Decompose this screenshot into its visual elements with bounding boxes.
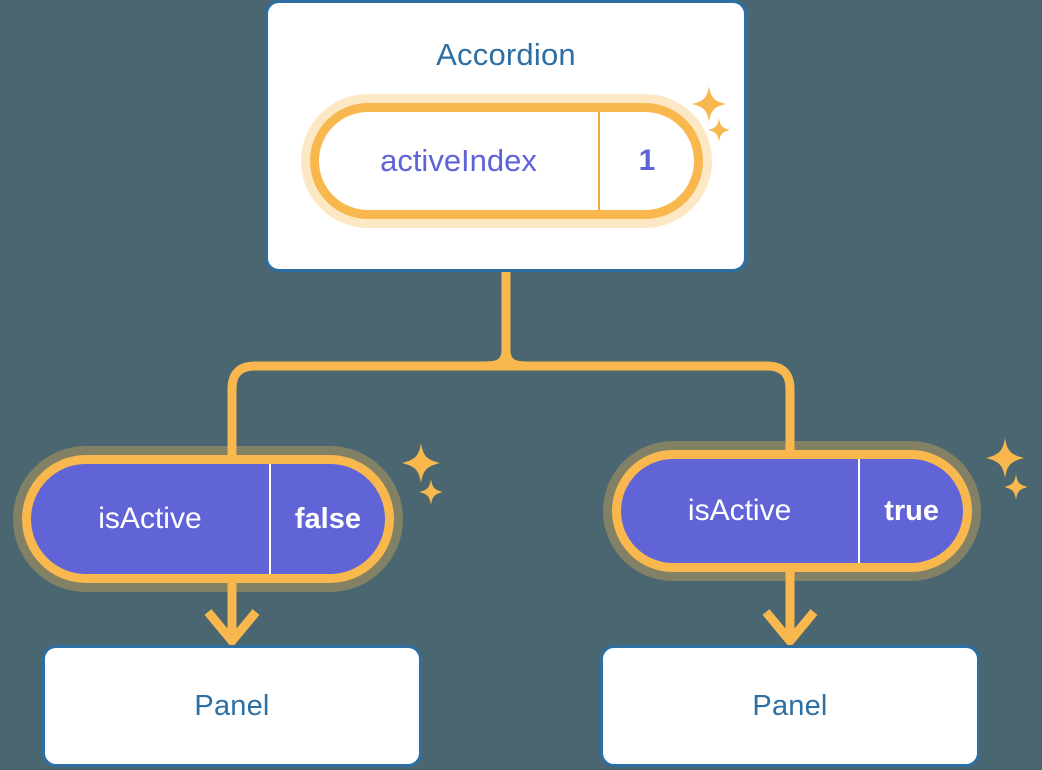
state-key-isactive-right: isActive [687, 494, 792, 527]
connector-fork-crown [501, 349, 531, 371]
state-value-isactive-left: false [268, 464, 385, 574]
sparkle-icon [419, 479, 443, 505]
connector-branch-right [506, 361, 795, 452]
state-pill-body: activeIndex 1 [319, 112, 694, 210]
state-pill-activeindex[interactable]: activeIndex 1 [310, 103, 703, 219]
sparkle-icon [986, 438, 1024, 478]
panel-title-right: Panel [752, 689, 828, 722]
arrow-down-right-head [762, 609, 818, 649]
state-pill-body: isActive true [621, 459, 963, 563]
state-value-activeindex: 1 [598, 112, 694, 210]
state-pill-isactive-left[interactable]: isActive false [22, 455, 394, 583]
connector-branch-left [227, 361, 506, 455]
state-key-isactive-left: isActive [98, 502, 202, 535]
accordion-title: Accordion [436, 37, 576, 72]
sparkle-icon [1004, 474, 1028, 500]
state-pill-body: isActive false [31, 464, 385, 574]
state-value-isactive-right: true [858, 459, 963, 563]
state-key-activeindex: activeIndex [380, 143, 537, 178]
state-pill-isactive-right[interactable]: isActive true [612, 450, 972, 572]
sparkle-icon [402, 443, 440, 483]
panel-card-right[interactable]: Panel [600, 645, 980, 767]
panel-card-left[interactable]: Panel [42, 645, 422, 767]
panel-title-left: Panel [194, 689, 270, 722]
arrow-down-left-head [204, 609, 260, 649]
connector-fork-crown-mirror [481, 349, 511, 371]
